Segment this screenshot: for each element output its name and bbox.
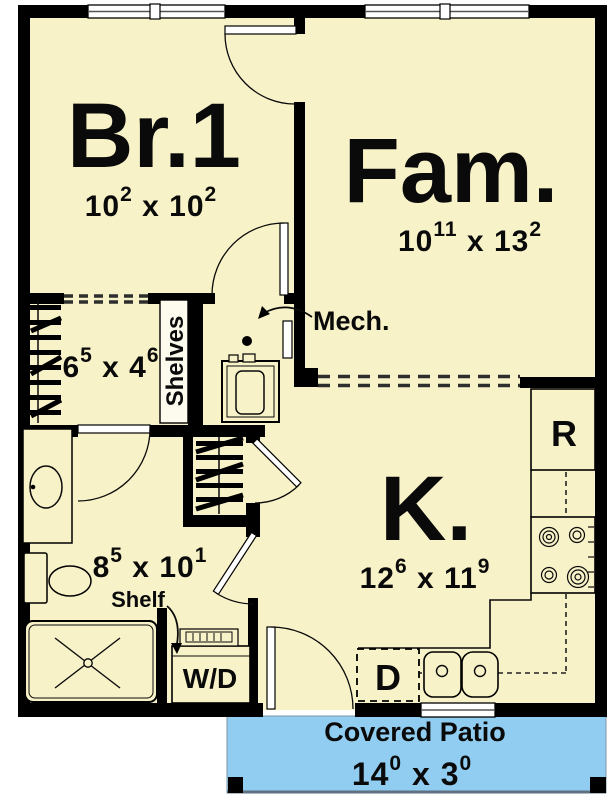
patio-post-right (590, 777, 606, 793)
vanity-symbol (22, 428, 73, 544)
door-swing-arc (254, 484, 300, 504)
door-swing-arc (215, 592, 255, 605)
kitchen-label: K. (380, 458, 472, 560)
mech-door-leaf (282, 320, 293, 359)
shower-symbol (24, 620, 158, 703)
water-heater-symbol (221, 353, 280, 423)
bathroom-fixtures: W/D (22, 428, 251, 704)
door-leaf (77, 424, 151, 434)
dishwasher-symbol: D (356, 648, 420, 702)
shelves-label: Shelves (162, 316, 189, 407)
door-leaf (212, 531, 258, 596)
dishwasher-label: D (375, 657, 401, 698)
stove-symbol (530, 516, 596, 594)
door-swing-arc (211, 222, 285, 296)
washer-dryer-symbol: W/D (171, 645, 251, 704)
door-leaf (266, 626, 276, 710)
door-swing-arc (224, 33, 296, 105)
refrigerator-label: R (551, 413, 577, 454)
br1-label: Br.1 (67, 85, 241, 187)
bath-dims: 85 x 101 (93, 544, 208, 584)
br1-window (87, 3, 226, 20)
windows (87, 3, 530, 718)
door-leaf (279, 222, 289, 296)
counter-edge-l (358, 593, 532, 649)
door-swing-arc (77, 428, 151, 502)
mech-arrow (258, 306, 313, 319)
door-leaf (224, 25, 297, 35)
patio-post-left (228, 777, 243, 793)
hall-closet-rod-symbol (195, 435, 244, 514)
br1-closet-rod-symbol (29, 301, 63, 423)
shelf-arrow (166, 605, 182, 654)
patio-door (266, 626, 354, 710)
hall-closet-door (252, 438, 302, 504)
br1-entry-door (224, 25, 297, 105)
floor-drain-dot (242, 336, 252, 346)
toilet-symbol (23, 552, 92, 604)
covered-patio (226, 715, 607, 794)
br1-closet-door (211, 222, 289, 296)
house-floor (24, 10, 601, 710)
kitchen-dims: 126 x 119 (360, 555, 491, 595)
fam-label: Fam. (344, 120, 559, 222)
mech-label: Mech. (313, 306, 390, 336)
refrigerator-symbol: R (530, 388, 596, 471)
shelf-symbol (179, 628, 239, 647)
patio-slab (226, 715, 607, 794)
kitchen-hall-door (212, 531, 258, 605)
mech-fixtures (221, 320, 293, 423)
closet-dims: 65 x 46 (62, 344, 159, 384)
washer-dryer-label: W/D (183, 663, 237, 694)
door-swing-arc (270, 626, 354, 710)
bathroom-door (77, 424, 151, 502)
fam-window (364, 3, 530, 20)
kitchen-sink-symbol (423, 651, 499, 698)
doors (77, 25, 354, 710)
patio-label: Covered Patio (324, 717, 506, 747)
patio-dims: 140 x 30 (352, 752, 472, 792)
br1-dims: 102 x 102 (85, 183, 217, 223)
room-labels: Br.1 102 x 102 Fam. 1011 x 132 65 x 46 M… (62, 85, 558, 792)
shelf-label: Shelf (111, 587, 165, 612)
annotation-arrows (166, 306, 313, 654)
shelves-unit: Shelves (159, 299, 189, 424)
fam-dims: 1011 x 132 (398, 218, 542, 258)
kitchen-fixtures: R D (356, 388, 596, 702)
kitchen-window (420, 702, 496, 718)
cased-openings (64, 294, 520, 388)
